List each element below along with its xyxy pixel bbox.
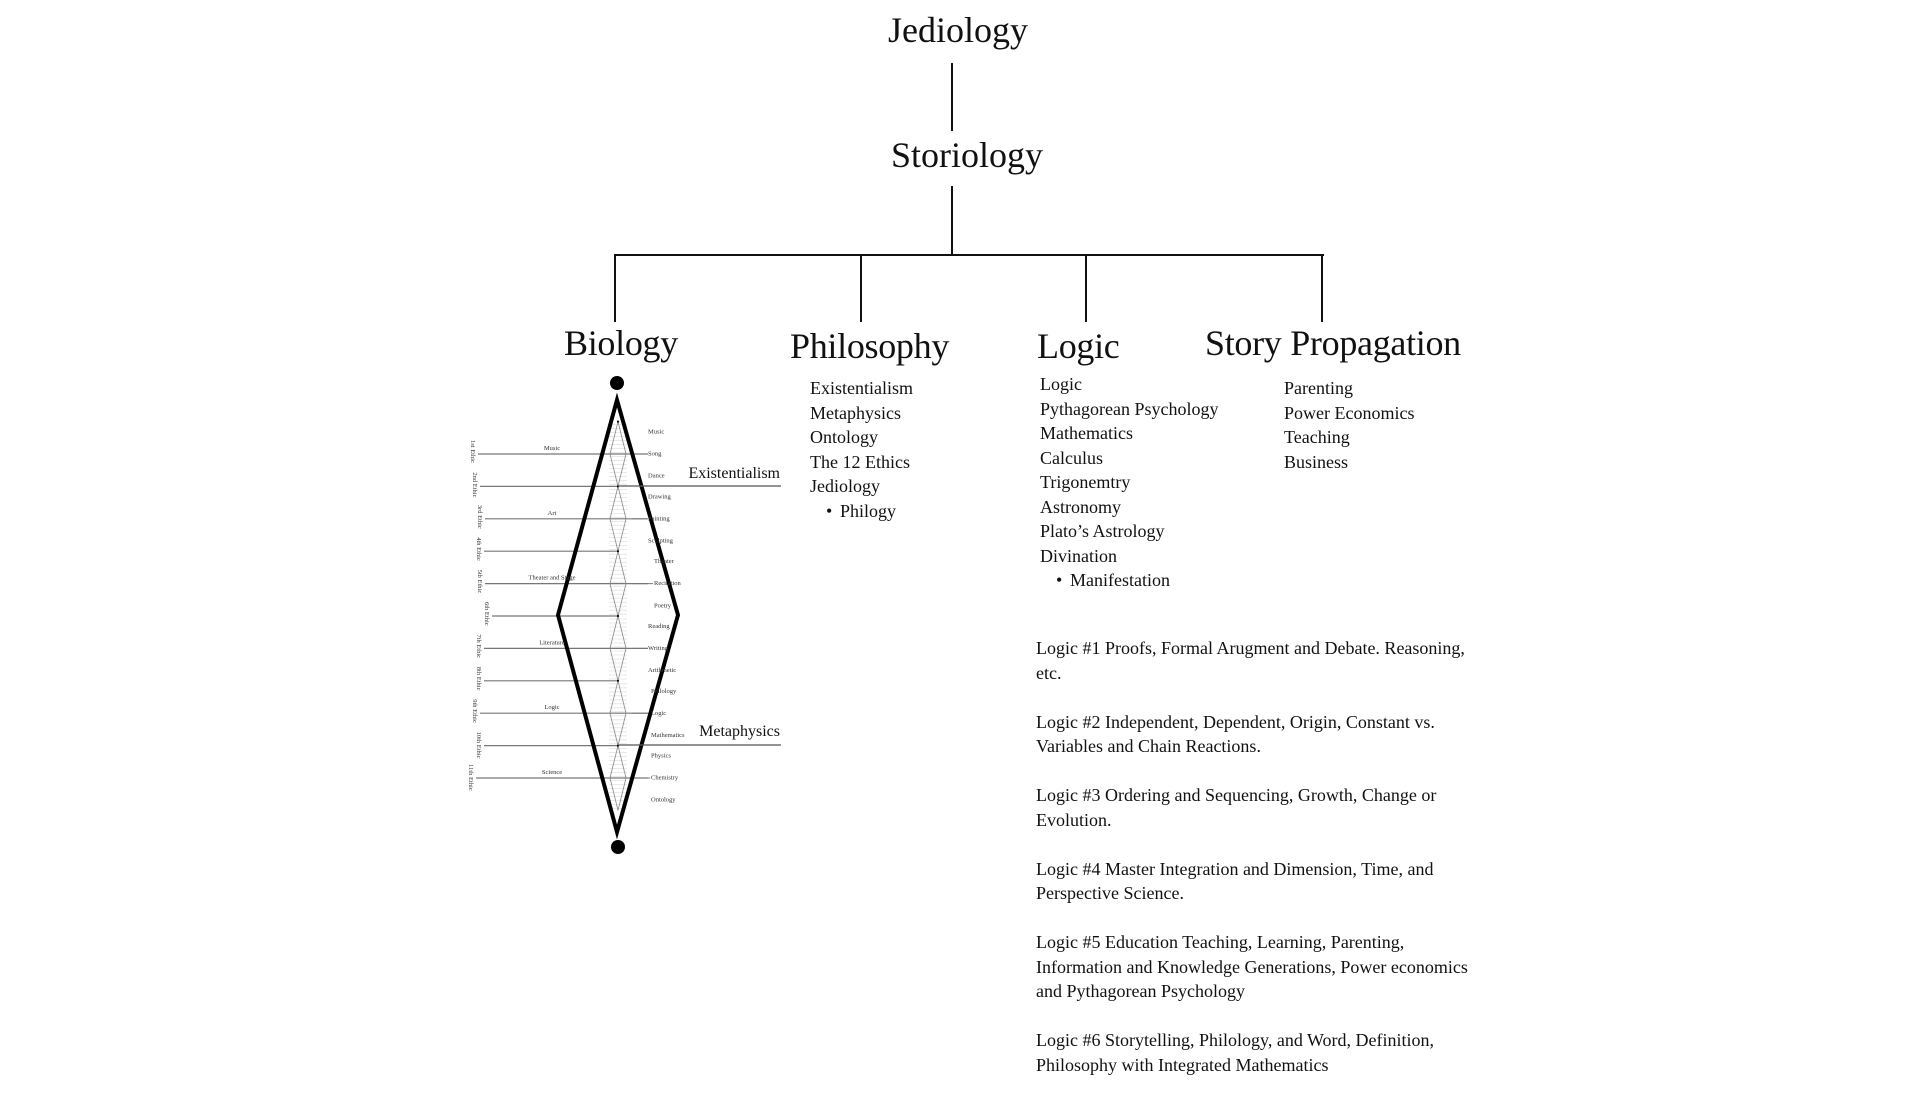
right-label: Physics — [651, 753, 671, 760]
logic-description: Logic #1 Proofs, Formal Arugment and Deb… — [1036, 638, 1465, 683]
connector-to-biology — [614, 254, 616, 322]
group-label: Theater and Stage — [529, 575, 576, 582]
right-label: Ontology — [651, 797, 676, 804]
list-item: Astronomy — [1040, 496, 1121, 517]
ethic-label: 6th Ethic — [483, 602, 490, 626]
right-label: Drawing — [648, 493, 671, 500]
ethic-label: 9th Ethic — [471, 699, 478, 723]
right-label: Dance — [648, 473, 665, 480]
ethic-label: 10th Ethic — [475, 732, 482, 759]
ethic-label: 11th Ethic — [467, 764, 474, 791]
existentialism-label: Existentialism — [688, 465, 780, 482]
ethic-label: 5th Ethic — [476, 570, 483, 594]
list-item: Existentialism — [810, 378, 913, 398]
logic-description: Logic #3 Ordering and Sequencing, Growth… — [1036, 785, 1437, 830]
ethic-lines — [476, 453, 653, 779]
list-item: The 12 Ethics — [810, 451, 910, 472]
logic-description: Logic #5 Education Teaching, Learning, P… — [1036, 932, 1468, 1001]
philosophy-list: Existentialism Metaphysics Ontology The … — [810, 376, 913, 523]
inner-node-dot — [616, 420, 620, 423]
top-dot — [610, 376, 624, 390]
ethic-label: 8th Ethic — [475, 667, 482, 691]
group-label: Logic — [544, 704, 559, 711]
group-label: Literature — [539, 639, 565, 646]
inner-diamond — [609, 745, 627, 811]
logic-list: Logic Pythagorean Psychology Mathematics… — [1040, 372, 1218, 593]
logic-description: Logic #4 Master Integration and Dimensio… — [1036, 858, 1434, 904]
sub-list-item: Philogy — [810, 499, 913, 524]
logic-descriptions: Logic #1 Proofs, Formal Arugment and Deb… — [1036, 636, 1476, 1102]
list-item: Pythagorean Psychology — [1040, 398, 1219, 419]
inner-node-dot — [616, 550, 620, 553]
ethic-label: 4th Ethic — [475, 537, 482, 561]
list-item: Mathematics — [1040, 423, 1133, 443]
inner-node-dot — [616, 614, 620, 618]
bottom-dot — [611, 840, 625, 854]
list-item: Ontology — [810, 427, 879, 447]
list-item: Power Economics — [1284, 402, 1415, 423]
logic-description: Logic #6 Storytelling, Philology, and Wo… — [1036, 1030, 1435, 1075]
branch-title-biology: Biology — [564, 323, 678, 363]
right-label: Chemistry — [651, 775, 679, 782]
connector-to-philosophy — [860, 254, 862, 322]
group-label: Science — [542, 769, 562, 776]
branch-title-philosophy: Philosophy — [790, 326, 950, 366]
group-label: Art — [548, 510, 557, 517]
right-label: Reading — [648, 623, 670, 630]
right-label: Arithmetic — [648, 667, 676, 674]
right-label: Song — [648, 451, 662, 458]
inner-diamonds — [609, 420, 627, 811]
right-label: Sculpting — [648, 537, 674, 544]
connector-storiology-down — [951, 186, 953, 255]
ethic-label: 2nd Ethic — [471, 472, 478, 497]
connector-to-story-propagation — [1321, 254, 1323, 322]
list-item: Trigonemtry — [1040, 472, 1131, 492]
right-label: Logic — [651, 710, 666, 717]
branch-title-story-propagation: Story Propagation — [1205, 323, 1461, 363]
outer-diamond — [555, 392, 681, 840]
list-item: Teaching — [1284, 427, 1350, 447]
right-label: Music — [648, 429, 664, 436]
list-item: Divination — [1040, 545, 1117, 566]
inner-node-dot — [616, 679, 620, 682]
list-item: Metaphysics — [810, 402, 901, 423]
list-item: Calculus — [1040, 447, 1103, 468]
logic-description: Logic #2 Independent, Dependent, Origin,… — [1036, 711, 1435, 757]
story-propagation-list: Parenting Power Economics Teaching Busin… — [1284, 376, 1414, 474]
diagram-labels: 1st Ethic 2nd Ethic 3rd Ethic 4th Ethic 5th … — [467, 429, 685, 804]
list-item: Jediology — [810, 476, 880, 496]
root-node-jediology: Jediology — [888, 10, 1028, 50]
right-label: Painting — [648, 515, 670, 522]
list-item: Parenting — [1284, 378, 1353, 398]
connector-root-to-storiology — [951, 63, 953, 131]
right-label: Theater — [654, 558, 675, 565]
group-label: Music — [544, 445, 560, 452]
list-item: Business — [1284, 451, 1349, 472]
list-item: Logic — [1040, 374, 1082, 394]
list-item: Plato’s Astrology — [1040, 521, 1165, 541]
right-label: Recitation — [654, 580, 681, 587]
right-label: Poetry — [654, 602, 672, 609]
ethic-label: 1st Ethic — [469, 440, 476, 463]
right-label: Mathematics — [651, 732, 685, 739]
connector-to-logic — [1085, 254, 1087, 322]
ethic-label: 3rd Ethic — [476, 505, 483, 529]
right-label: Writing — [648, 645, 669, 652]
connector-horizontal-bar — [614, 254, 1324, 256]
ethic-label: 7th Ethic — [475, 634, 482, 658]
node-storiology: Storiology — [891, 135, 1044, 175]
sub-list-item: Manifestation — [1040, 568, 1218, 593]
branch-title-logic: Logic — [1037, 326, 1120, 366]
right-label: Philology — [651, 688, 677, 695]
metaphysics-label: Metaphysics — [699, 723, 780, 740]
